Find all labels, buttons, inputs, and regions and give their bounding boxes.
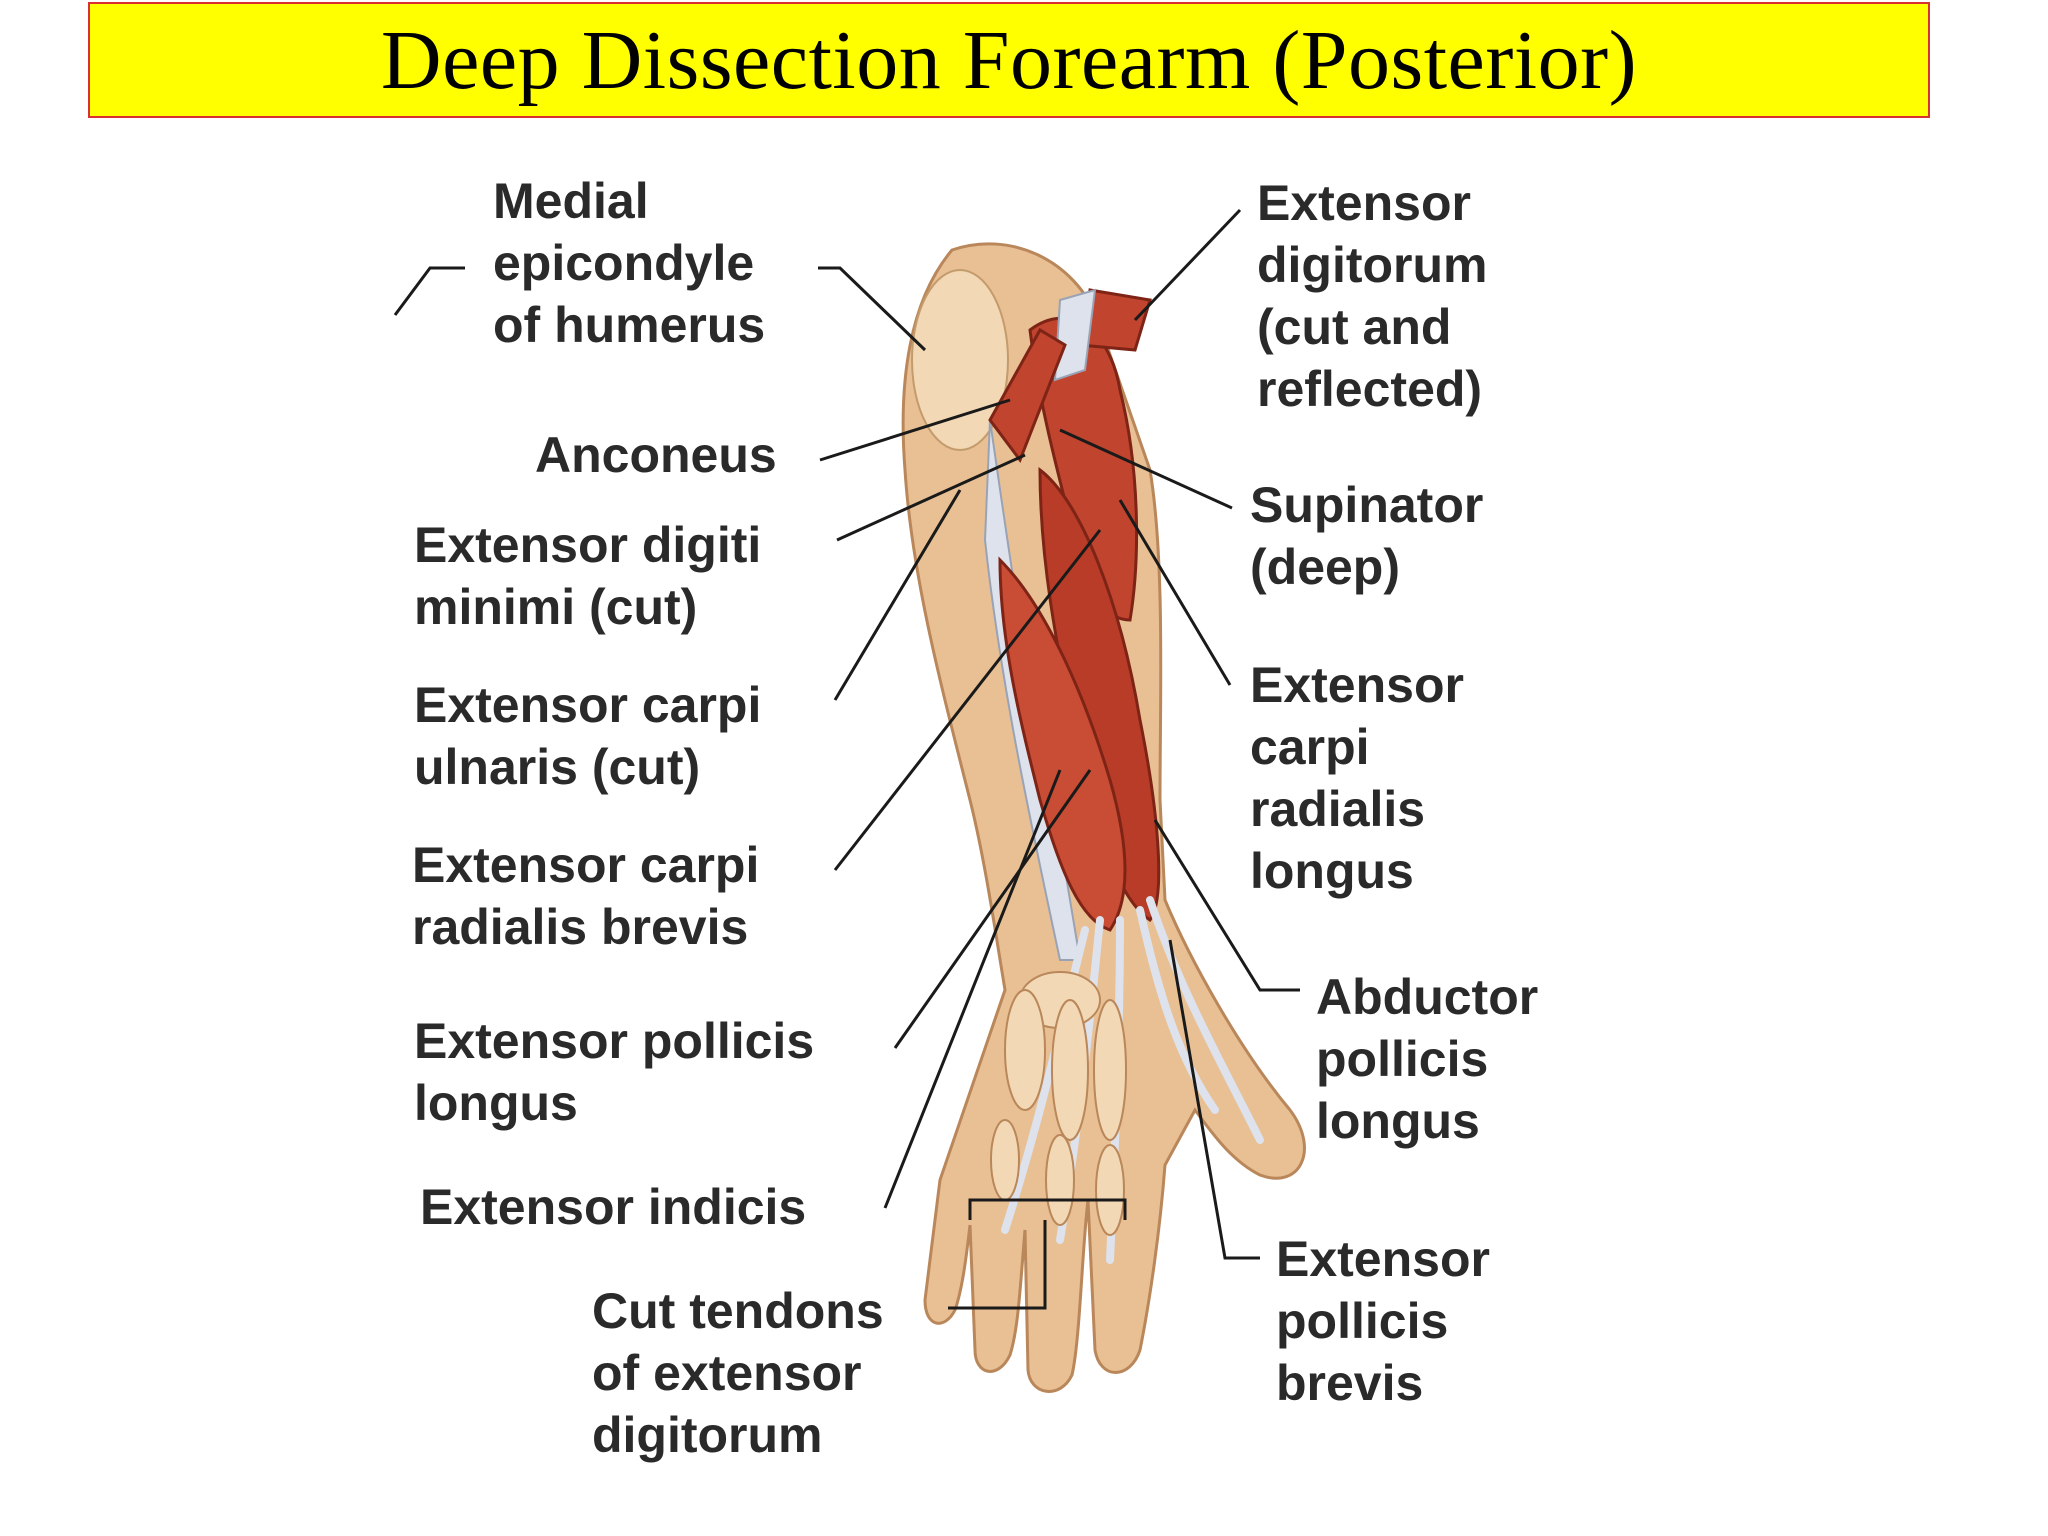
label-medial-epicondyle: Medial epicondyle of humerus [493, 173, 766, 353]
leader-extensor-digiti-minimi [836, 453, 1026, 542]
label-extensor-pollicis-brevis: Extensor pollicis brevis [1276, 1231, 1490, 1411]
leader-anconeus [819, 398, 1011, 462]
elbow-bone [911, 269, 1009, 451]
label-extensor-indicis: Extensor indicis [420, 1179, 807, 1235]
deep-extensor-muscles [998, 556, 1127, 932]
leader-extensor-carpi-radialis-longus [1118, 499, 1232, 686]
hand-bones [990, 971, 1127, 1236]
label-extensor-digiti-minimi: Extensor digiti minimi (cut) [414, 517, 762, 635]
label-extensor-carpi-ulnaris: Extensor carpi ulnaris (cut) [414, 677, 762, 795]
label-extensor-digitorum: Extensor digitorum (cut and reflected) [1257, 175, 1488, 417]
leader-medial-epicondyle-2 [818, 266, 927, 352]
slide-title: Deep Dissection Forearm (Posterior) [380, 13, 1638, 107]
title-banner: Deep Dissection Forearm (Posterior) [88, 2, 1930, 118]
leader-extensor-pollicis-longus [893, 769, 1092, 1049]
label-supinator: Supinator (deep) [1250, 477, 1484, 595]
label-extensor-carpi-radialis-longus: Extensor carpi radialis longus [1250, 657, 1464, 899]
leader-lines [393, 208, 1300, 1310]
leader-extensor-pollicis-brevis [1168, 939, 1260, 1260]
label-anconeus: Anconeus [535, 427, 777, 483]
label-extensor-pollicis-longus: Extensor pollicis longus [414, 1013, 815, 1131]
leader-extensor-carpi-radialis-brevis [833, 529, 1102, 871]
leader-extensor-indicis [883, 769, 1062, 1209]
leader-cut-tendons [948, 1198, 1127, 1310]
label-extensor-carpi-radialis-brevis: Extensor carpi radialis brevis [412, 837, 760, 955]
leader-extensor-carpi-ulnaris [833, 489, 962, 701]
anconeus-muscle [988, 327, 1067, 464]
label-cut-tendons: Cut tendons of extensor digitorum [592, 1283, 884, 1463]
label-abductor-pollicis-longus: Abductor pollicis longus [1316, 969, 1539, 1149]
leader-abductor-pollicis-longus [1153, 819, 1300, 992]
leader-extensor-digitorum [1133, 208, 1242, 322]
leader-medial-epicondyle [393, 266, 465, 316]
leader-supinator [1059, 428, 1233, 510]
